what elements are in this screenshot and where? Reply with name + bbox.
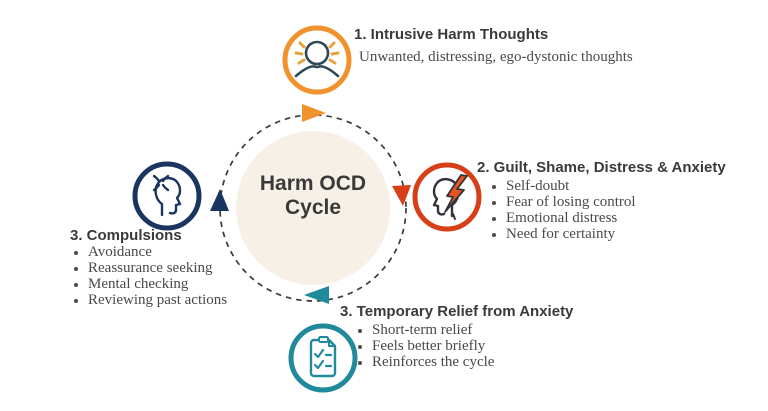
node-title-guilt-anxiety: 2. Guilt, Shame, Distress & Anxiety	[477, 159, 726, 176]
list-item: Avoidance	[88, 244, 227, 260]
list-item: Reviewing past actions	[88, 292, 227, 308]
head-stress-icon	[132, 161, 202, 231]
checklist-icon	[288, 323, 358, 393]
list-item: Mental checking	[88, 276, 227, 292]
cycle-arrow-left	[210, 189, 229, 211]
list-item: Feels better briefly	[372, 338, 494, 354]
cycle-dashed-ring	[219, 114, 407, 302]
list-item: Need for certainty	[506, 226, 636, 242]
node-bullets-compulsions: Avoidance Reassurance seeking Mental che…	[72, 244, 227, 308]
list-item: Reinforces the cycle	[372, 354, 494, 370]
list-item: Emotional distress	[506, 210, 636, 226]
list-item: Fear of losing control	[506, 194, 636, 210]
node-bullets-temporary-relief: Short-term relief Feels better briefly R…	[356, 322, 494, 370]
cycle-arrow-top	[302, 104, 326, 122]
list-item: Self-doubt	[506, 178, 636, 194]
cycle-title: Harm OCD Cycle	[259, 172, 367, 220]
cycle-arrow-bottom	[304, 286, 329, 304]
cycle-center-circle	[236, 131, 390, 285]
cycle-arrow-right	[392, 185, 411, 206]
head-lightning-icon	[412, 162, 482, 232]
node-title-intrusive-thoughts: 1. Intrusive Harm Thoughts	[354, 26, 549, 43]
list-item: Reassurance seeking	[88, 260, 227, 276]
node-title-temporary-relief: 3. Temporary Relief from Anxiety	[340, 303, 574, 320]
list-item: Short-term relief	[372, 322, 494, 338]
node-description-intrusive-thoughts: Unwanted, distressing, ego-dystonic thou…	[359, 49, 633, 65]
node-bullets-guilt-anxiety: Self-doubt Fear of losing control Emotio…	[490, 178, 636, 242]
node-title-compulsions: 3. Compulsions	[70, 227, 182, 244]
person-alert-icon	[282, 25, 352, 95]
